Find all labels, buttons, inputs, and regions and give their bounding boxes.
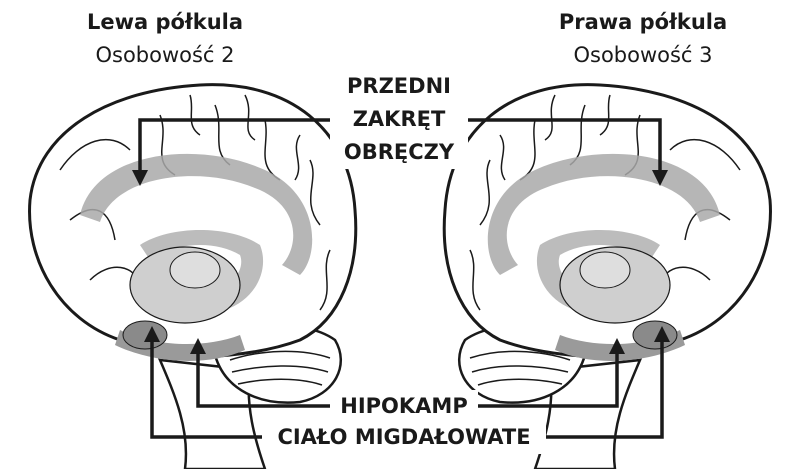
right-subtitle: Osobowość 3: [528, 43, 758, 67]
left-title: Lewa półkula: [50, 10, 280, 34]
cingulate-label-line3: OBRĘCZY: [330, 136, 468, 169]
left-brain: [30, 85, 356, 469]
right-brain: [444, 85, 770, 469]
hippocampus-label: HIPOKAMP: [330, 390, 478, 423]
right-title: Prawa półkula: [528, 10, 758, 34]
cingulate-label-line2: ZAKRĘT: [330, 103, 468, 136]
left-subtitle: Osobowość 2: [50, 43, 280, 67]
amygdala-label: CIAŁO MIGDAŁOWATE: [262, 421, 546, 454]
cingulate-label-line1: PRZEDNI: [330, 70, 468, 103]
